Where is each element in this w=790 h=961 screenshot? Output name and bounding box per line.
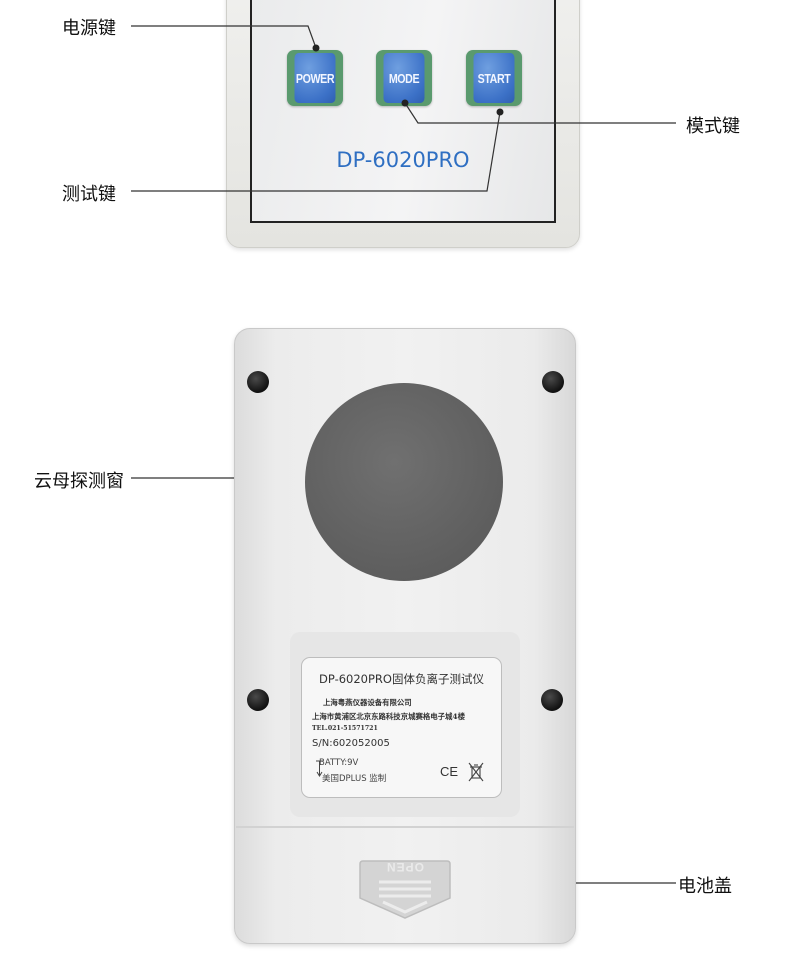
- battery-cover-open-badge[interactable]: [357, 858, 453, 920]
- mode-key[interactable]: MODE: [376, 50, 432, 106]
- nameplate-label: [301, 657, 502, 798]
- device-front-panel: [250, 0, 556, 223]
- callout-power-key: 电源键: [62, 18, 116, 39]
- screw-top-right: [542, 371, 564, 393]
- screw-top-left: [247, 371, 269, 393]
- nameplate-battery: BATTY:9V: [319, 758, 359, 768]
- screw-bottom-left: [247, 689, 269, 711]
- nameplate-company: 上海粤燕仪器设备有限公司: [323, 698, 412, 707]
- battery-cover-seam: [236, 826, 574, 828]
- nameplate-address: 上海市黄浦区北京东路科技京城赛格电子城4楼: [312, 712, 465, 721]
- callout-test-key: 测试键: [62, 184, 116, 205]
- mode-key-label: MODE: [383, 53, 425, 103]
- start-key-label: START: [473, 53, 515, 103]
- callout-mode-key: 模式键: [686, 116, 740, 137]
- ce-mark: CE: [440, 764, 459, 779]
- nameplate-tel: TEL.021-51571721: [312, 725, 378, 732]
- power-key-label: POWER: [294, 53, 336, 103]
- front-model-name: DP-6020PRO: [336, 148, 470, 172]
- nameplate-supervision: 美国DPLUS 监制: [322, 774, 387, 784]
- weee-bin-icon: [468, 762, 484, 782]
- nameplate-title: DP-6020PRO固体负离子测试仪: [319, 672, 484, 686]
- callout-mica-window: 云母探测窗: [34, 471, 124, 492]
- screw-bottom-right: [541, 689, 563, 711]
- battery-polarity-icon: [316, 760, 323, 777]
- nameplate-serial: S/N:602052005: [312, 738, 390, 749]
- power-key[interactable]: POWER: [287, 50, 343, 106]
- mica-detection-window: [305, 383, 503, 581]
- start-key[interactable]: START: [466, 50, 522, 106]
- callout-battery-cover: 电池盖: [678, 876, 732, 897]
- battery-cover-open-text: OPEN: [386, 860, 425, 874]
